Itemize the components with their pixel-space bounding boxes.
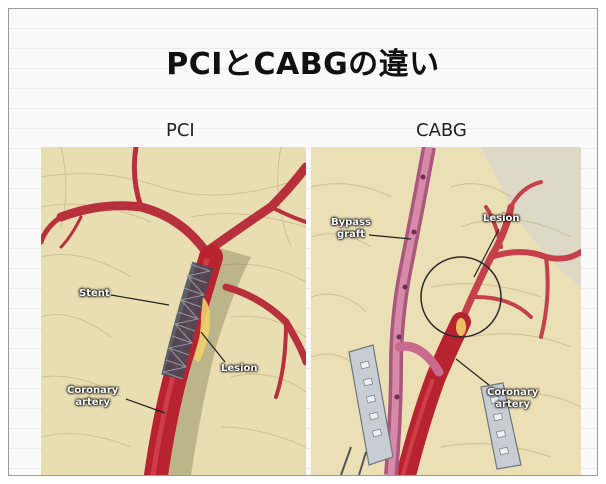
slide-title: PCIとCABGの違い <box>9 39 597 83</box>
pci-panel-label: PCI <box>166 120 195 141</box>
cabg-illustration: Bypass graft Lesion Coronary artery <box>311 147 581 475</box>
bypass-graft-annotation: Bypass graft <box>331 217 371 241</box>
cabg-panel-label: CABG <box>416 120 467 141</box>
cabg-coronary-artery-annotation: Coronary artery <box>487 387 538 411</box>
pci-illustration: Stent Lesion Coronary artery <box>41 147 306 475</box>
cabg-lesion-annotation: Lesion <box>483 213 520 225</box>
slide: PCIとCABGの違い PCI CABG <box>8 8 598 476</box>
pci-lesion-annotation: Lesion <box>221 363 258 375</box>
cabg-heart-drawing <box>311 147 581 475</box>
pci-heart-drawing <box>41 147 306 475</box>
stent-annotation: Stent <box>79 288 110 300</box>
pci-coronary-artery-annotation: Coronary artery <box>67 385 118 409</box>
